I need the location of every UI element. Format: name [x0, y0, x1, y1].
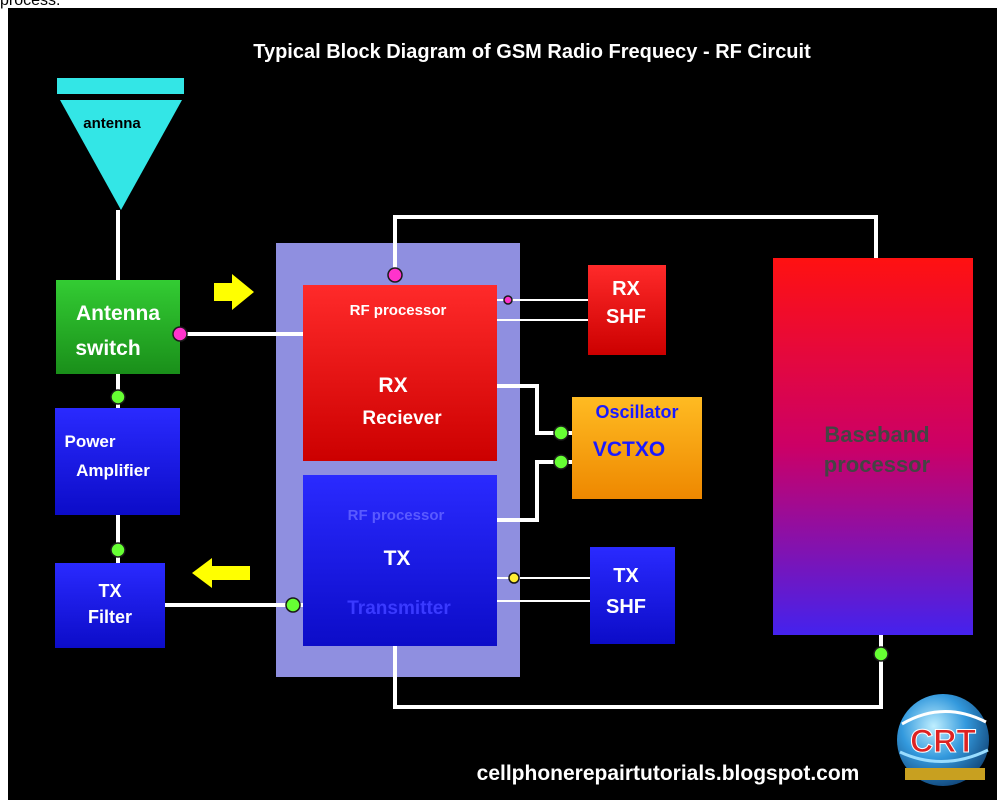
arrow-right	[214, 274, 254, 310]
tx-filter-block: TX Filter	[55, 563, 165, 648]
rx-shf-line2: SHF	[606, 306, 646, 328]
diagram-title: Typical Block Diagram of GSM Radio Frequ…	[253, 41, 811, 63]
node-osc-rx	[553, 425, 569, 441]
antenna-label: antenna	[83, 115, 141, 132]
wire-tx-baseband	[393, 635, 883, 709]
tx-shf-block: TX SHF	[590, 547, 675, 644]
baseband-block: Baseband processor	[773, 258, 973, 635]
oscillator-line1: Oscillator	[595, 402, 678, 422]
diagram-canvas: Typical Block Diagram of GSM Radio Frequ…	[8, 8, 997, 800]
logo-text: CRT	[910, 723, 976, 759]
rx-processor-line2: Reciever	[362, 408, 442, 429]
crt-logo: CRT	[897, 694, 989, 786]
antenna-switch-line2: switch	[75, 337, 140, 360]
tx-filter-line1: TX	[98, 581, 121, 601]
rx-processor-header: RF processor	[350, 302, 447, 319]
rx-shf-block: RX SHF	[588, 265, 666, 355]
node-osc-tx	[553, 454, 569, 470]
antenna-switch-block: Antenna switch	[56, 280, 180, 374]
antenna-switch-line1: Antenna	[76, 302, 160, 325]
power-amplifier-block: Power Amplifier	[55, 408, 180, 515]
arrow-left	[192, 558, 250, 588]
power-amplifier-line2: Amplifier	[76, 461, 150, 480]
top-caption: process.	[0, 0, 61, 9]
node-tx-filter	[285, 597, 301, 613]
tx-processor-line2: Transmitter	[347, 598, 451, 619]
node-tx-shf	[508, 572, 520, 584]
node-rx-top	[387, 267, 403, 283]
power-amplifier-line1: Power	[64, 432, 115, 451]
rx-processor-block: RF processor RX Reciever	[303, 285, 497, 461]
node-switch	[172, 326, 188, 342]
baseband-line1: Baseband	[824, 422, 929, 447]
tx-processor-block: RF processor TX Transmitter	[303, 475, 497, 646]
rx-processor-line1: RX	[378, 374, 407, 397]
tx-shf-line2: SHF	[606, 596, 646, 618]
tx-shf-line1: TX	[613, 565, 639, 587]
connection-nodes	[110, 267, 889, 662]
block-diagram: Typical Block Diagram of GSM Radio Frequ…	[55, 41, 989, 786]
oscillator-block: Oscillator VCTXO	[572, 397, 702, 499]
wire-rx-baseband	[393, 215, 878, 280]
watermark-text: cellphonerepairtutorials.blogspot.com	[477, 762, 860, 785]
tx-processor-line1: TX	[384, 547, 411, 570]
node-pa-bottom	[110, 542, 126, 558]
tx-processor-header: RF processor	[348, 507, 445, 524]
baseband-line2: processor	[824, 452, 931, 477]
oscillator-line2: VCTXO	[593, 438, 665, 461]
node-baseband-bottom	[873, 646, 889, 662]
tx-filter-line2: Filter	[88, 607, 132, 627]
rx-shf-line1: RX	[612, 278, 640, 300]
antenna-block: antenna	[57, 78, 184, 210]
node-switch-bottom	[110, 389, 126, 405]
node-rx-shf	[503, 295, 513, 305]
